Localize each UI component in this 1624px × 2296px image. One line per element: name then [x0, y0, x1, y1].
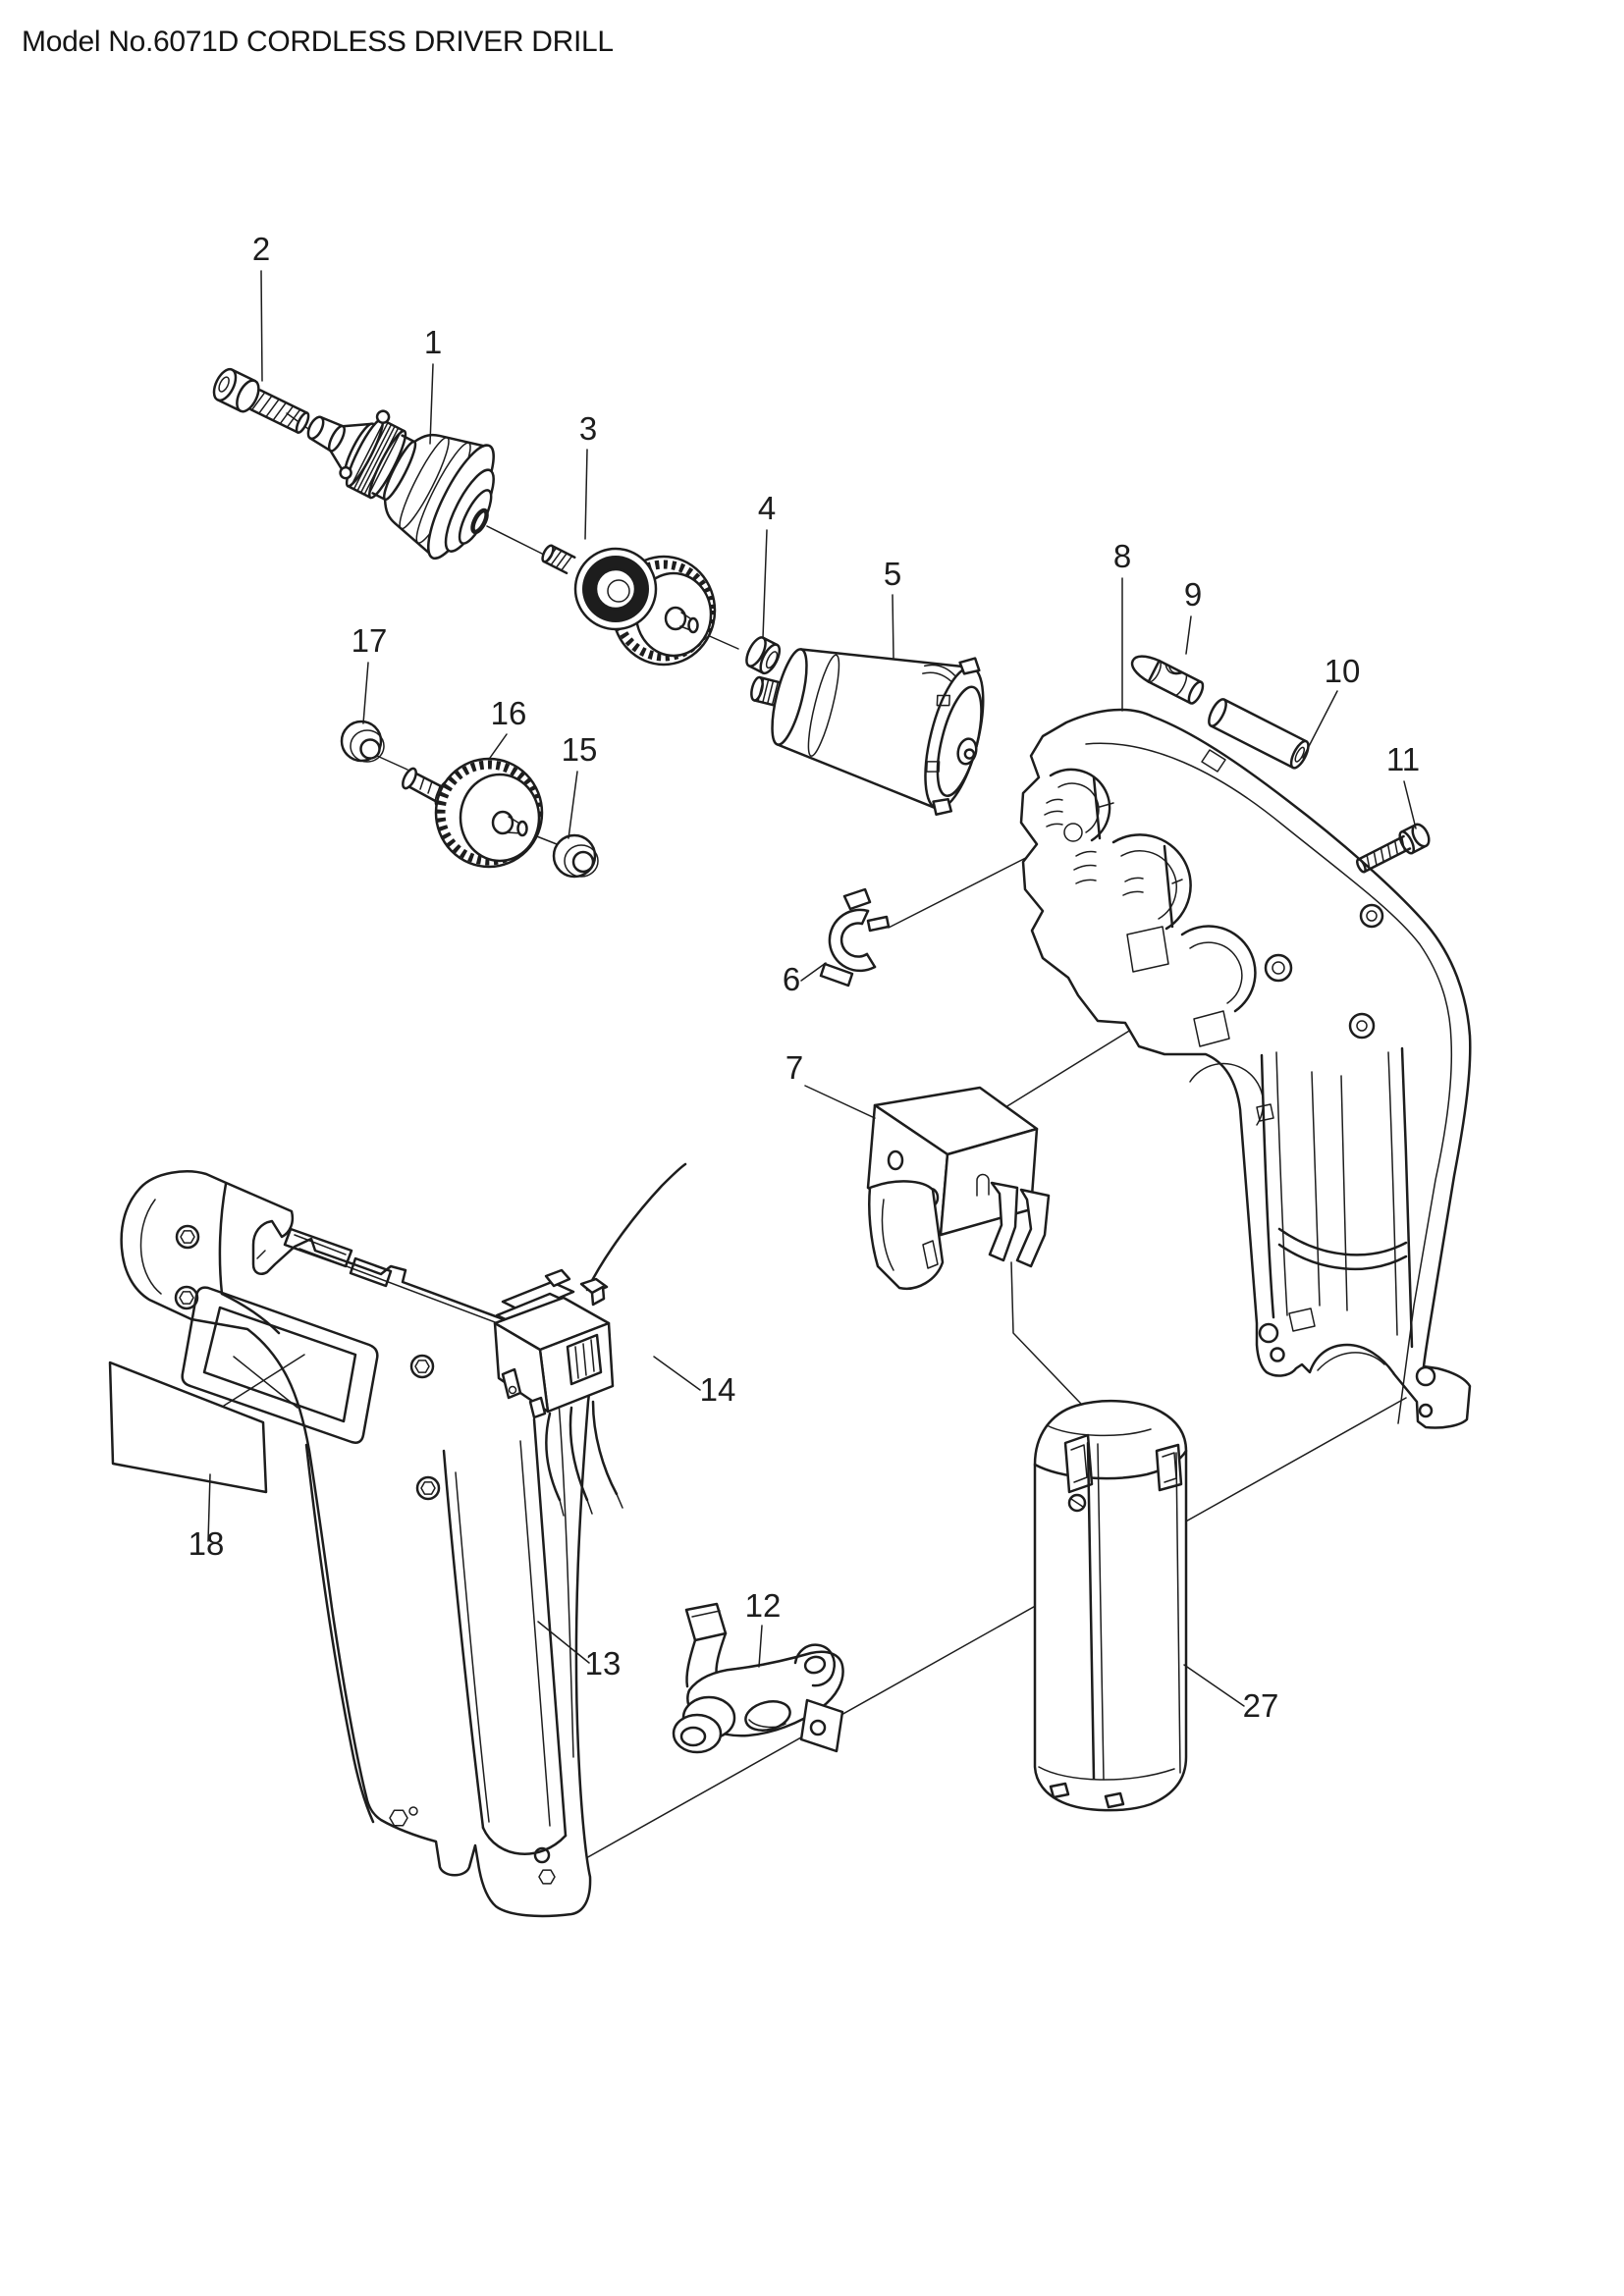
part-screw-2 [212, 367, 310, 434]
callout-6: 6 [783, 961, 800, 997]
callout-13: 13 [585, 1645, 622, 1682]
part-pin-9 [1130, 655, 1205, 705]
part-motor-5 [750, 648, 985, 816]
part-connector-14 [493, 1162, 687, 1517]
page-title: Model No.6071D CORDLESS DRIVER DRILL [22, 26, 614, 58]
part-bracket-12 [672, 1602, 844, 1754]
callout-4: 4 [758, 490, 776, 526]
part-gear-16 [402, 757, 544, 869]
callout-15: 15 [562, 731, 598, 768]
part-ring-4 [745, 636, 782, 675]
callout-17: 17 [352, 622, 388, 659]
callout-2: 2 [252, 231, 270, 267]
part-sleeve-10 [1208, 698, 1310, 770]
callout-1: 1 [424, 324, 442, 360]
part-battery-27 [1033, 1399, 1188, 1812]
part-housing-right-8 [1019, 708, 1472, 1429]
callout-11: 11 [1386, 741, 1420, 777]
callout-27: 27 [1243, 1687, 1279, 1724]
callout-18: 18 [189, 1525, 225, 1562]
callout-9: 9 [1184, 576, 1202, 613]
callout-16: 16 [491, 695, 527, 731]
callout-labels: 1 2 3 4 5 6 7 8 9 10 11 12 13 14 15 16 1… [189, 231, 1420, 1724]
callout-10: 10 [1325, 653, 1361, 689]
callout-8: 8 [1113, 538, 1131, 574]
callout-7: 7 [785, 1049, 803, 1086]
part-clip-6 [819, 887, 891, 988]
callout-5: 5 [884, 556, 901, 592]
leader-lines [207, 270, 1417, 1707]
callout-12: 12 [745, 1587, 782, 1624]
part-housing-left-13 [120, 1170, 592, 1918]
part-switch-7 [866, 1086, 1051, 1291]
part-bushing-17 [340, 720, 385, 763]
part-bushing-15 [552, 833, 599, 879]
part-screw-11 [1356, 823, 1431, 874]
callout-3: 3 [579, 410, 597, 447]
part-nameplate-18 [108, 1361, 268, 1494]
part-chuck-1 [306, 409, 495, 561]
part-gear-bearing-3 [541, 544, 717, 667]
callout-14: 14 [700, 1371, 736, 1408]
